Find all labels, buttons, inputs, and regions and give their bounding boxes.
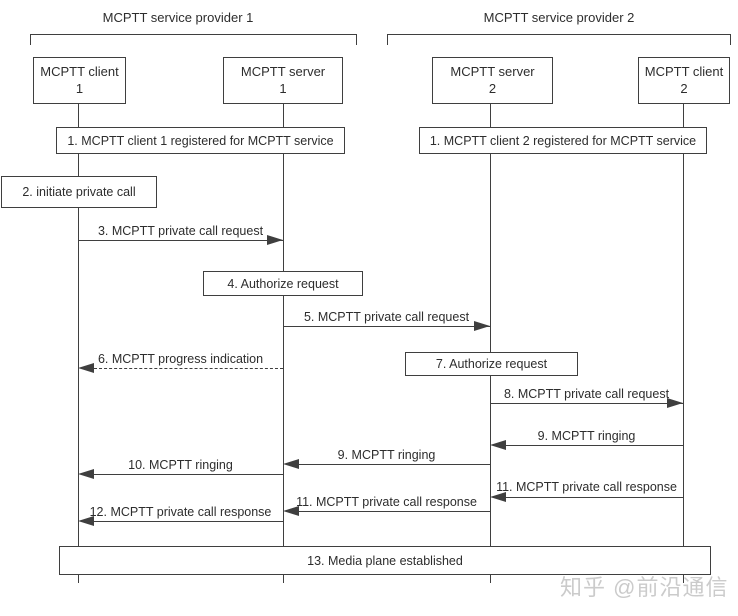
note-initiate-private-call: 2. initiate private call [1,176,157,208]
msg-12-label: 12. MCPTT private call response [89,505,272,519]
lifeline-mcptt-server-1 [283,103,284,583]
note-client-1-registered: 1. MCPTT client 1 registered for MCPTT s… [56,127,345,154]
msg-9b-label: 9. MCPTT ringing [337,448,436,462]
note-authorize-request-2: 7. Authorize request [405,352,578,376]
msg-9b-arrowhead-icon [283,459,299,469]
note-client-2-registered: 1. MCPTT client 2 registered for MCPTT s… [419,127,707,154]
msg-12-arrowhead-icon [78,516,94,526]
lifeline-mcptt-server-2 [490,103,491,583]
msg-8-label: 8. MCPTT private call request [503,387,670,401]
msg-10-arrowhead-icon [78,469,94,479]
msg-3-arrowhead-icon [267,235,283,245]
msg-11b-line [299,511,490,512]
msg-11b-label: 11. MCPTT private call response [296,495,477,509]
actor-number: 1 [279,80,287,96]
msg-12-line [94,521,283,522]
msg-10-line [94,474,283,475]
msg-11b-arrowhead-icon [283,506,299,516]
msg-9a-line [506,445,683,446]
msg-8-line [490,403,683,404]
msg-11a-line [506,497,683,498]
provider-2-label: MCPTT service provider 2 [483,10,635,25]
provider-2-bracket [387,34,731,45]
msg-3-line [78,240,283,241]
actor-mcptt-client-1: MCPTT client 1 [33,57,126,104]
provider-1-bracket [30,34,357,45]
msg-6-arrowhead-icon [78,363,94,373]
actor-mcptt-client-2: MCPTT client 2 [638,57,730,104]
actor-label: MCPTT client [40,63,119,79]
msg-9a-label: 9. MCPTT ringing [537,429,636,443]
provider-1-label: MCPTT service provider 1 [102,10,254,25]
note-authorize-request-1: 4. Authorize request [203,271,363,296]
actor-mcptt-server-2: MCPTT server 2 [432,57,553,104]
actor-number: 1 [75,80,84,96]
msg-9b-line [299,464,490,465]
msg-11a-arrowhead-icon [490,492,506,502]
actor-mcptt-server-1: MCPTT server 1 [223,57,343,104]
watermark-zhihu: 知乎 @前沿通信 [560,575,729,600]
actor-label: MCPTT server [240,63,326,79]
msg-10-label: 10. MCPTT ringing [128,458,233,472]
msg-3-label: 3. MCPTT private call request [97,224,264,238]
lifeline-mcptt-client-1 [78,103,79,583]
msg-5-label: 5. MCPTT private call request [303,310,470,324]
msg-9a-arrowhead-icon [490,440,506,450]
actor-label: MCPTT client [644,63,724,79]
msg-8-arrowhead-icon [667,398,683,408]
actor-number: 2 [488,80,497,96]
msg-5-arrowhead-icon [474,321,490,331]
msg-6-line [94,368,283,369]
msg-5-line [283,326,490,327]
lifeline-mcptt-client-2 [683,103,684,583]
actor-label: MCPTT server [450,63,535,79]
actor-number: 2 [680,80,688,96]
msg-6-label: 6. MCPTT progress indication [97,352,264,366]
note-media-plane-established: 13. Media plane established [59,546,711,575]
msg-11a-label: 11. MCPTT private call response [496,480,677,494]
